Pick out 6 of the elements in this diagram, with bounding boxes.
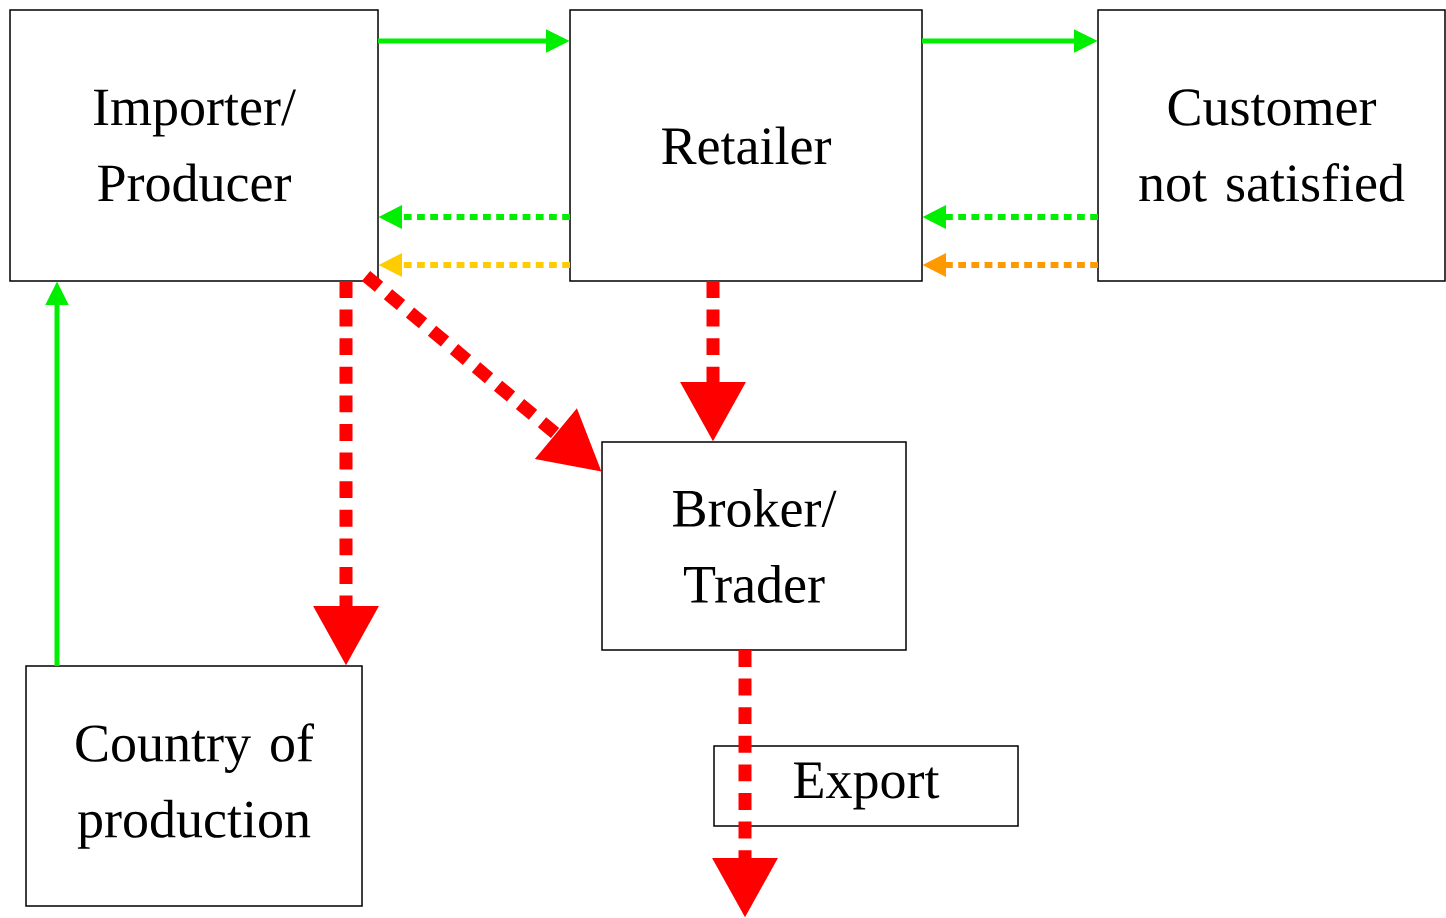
text-box: Country of production <box>25 665 363 907</box>
text-box: Customer not satisfied <box>1097 9 1446 282</box>
text-box: Export <box>713 745 1019 827</box>
text-box: Broker/ Trader <box>601 441 907 651</box>
text-box: Retailer <box>569 9 923 282</box>
text-box: Importer/ Producer <box>9 9 379 282</box>
